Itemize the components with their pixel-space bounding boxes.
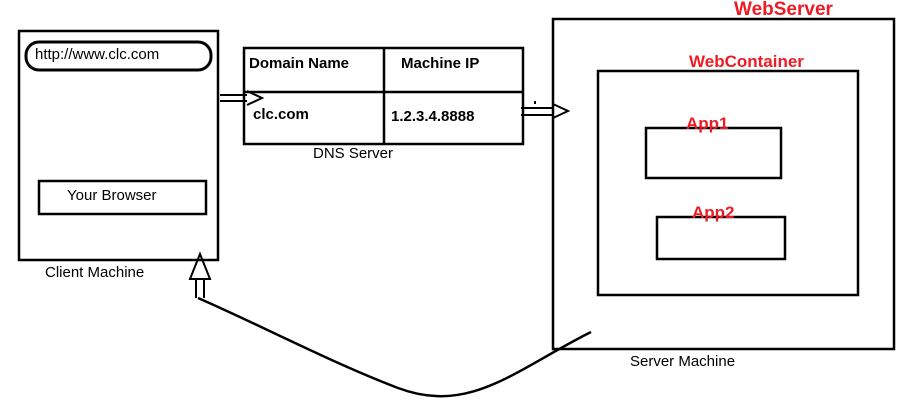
response-curve (197, 296, 592, 398)
webcontainer-label: WebContainer (689, 52, 804, 71)
url-text: http://www.clc.com (35, 46, 159, 63)
client-machine-box (17, 29, 220, 262)
arrow-dns-to-server (521, 101, 571, 119)
app1-box (644, 126, 783, 180)
app2-box (655, 215, 787, 261)
dns-table: Domain Name Machine IP clc.com 1.2.3.4.8… (242, 46, 525, 146)
response-arrow-head (188, 251, 212, 298)
client-machine-label: Client Machine (45, 264, 144, 281)
dns-domain-cell: clc.com (253, 106, 309, 123)
browser-box (37, 179, 208, 216)
url-bar (24, 40, 213, 72)
dns-col-ip-header: Machine IP (401, 55, 479, 72)
browser-label: Your Browser (67, 187, 157, 204)
arrow-client-to-dns (220, 90, 265, 106)
app2-label: App2 (692, 203, 735, 222)
app1-label: App1 (686, 114, 729, 133)
webcontainer-box (596, 69, 860, 297)
server-machine-box (551, 17, 896, 351)
server-machine-label: Server Machine (630, 353, 735, 370)
dns-ip-cell: 1.2.3.4.8888 (391, 108, 474, 125)
webserver-label: WebServer (734, 0, 834, 20)
dns-col-domain-header: Domain Name (249, 55, 349, 72)
dns-server-label: DNS Server (313, 145, 393, 162)
